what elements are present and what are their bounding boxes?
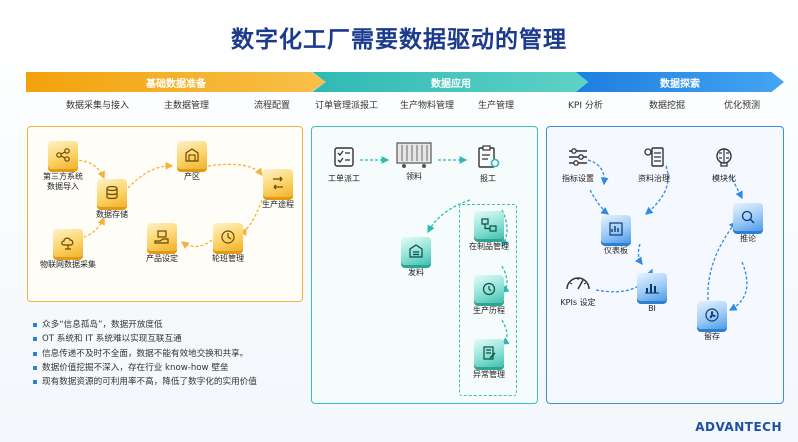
node-wip-management: 在制品管理 [464, 210, 514, 252]
label-shift-management: 轮班管理 [212, 254, 244, 263]
history-icon [482, 282, 496, 296]
label-work-report: 报工 [480, 174, 496, 183]
subtitle-data-collection: 数据采集与接入 [66, 101, 130, 111]
warehouse-rack-icon [396, 142, 432, 168]
label-modularization: 模块化 [712, 174, 736, 183]
node-work-order-dispatch: 工单派工 [322, 142, 366, 184]
checklist-icon [334, 147, 354, 167]
label-data-storage: 数据存储 [96, 210, 128, 219]
phase-banner-foundation: 基础数据准备 [26, 72, 326, 92]
warehouse-icon [409, 244, 423, 258]
label-inference: 推论 [740, 234, 756, 243]
label-wip-management: 在制品管理 [469, 242, 509, 251]
subtitle-production-management: 生产管理 [478, 101, 515, 111]
label-exception-management: 异常管理 [473, 370, 505, 379]
node-indicator-setting: 指标设置 [556, 142, 600, 184]
node-work-report: 报工 [468, 142, 508, 184]
document-edit-icon [483, 346, 496, 360]
share-icon [56, 148, 70, 162]
label-area: 产区 [184, 172, 200, 181]
label-dashboard: 仪表板 [604, 246, 628, 255]
subtitle-order-management: 订单管理派报工 [315, 101, 379, 111]
node-bi: BI [632, 272, 672, 314]
node-modularization: 模块化 [704, 142, 744, 184]
label-iot-collection: 物联网数据采集 [40, 260, 96, 269]
label-production-history: 生产历程 [473, 306, 505, 315]
sliders-icon [569, 148, 587, 166]
node-production-history: 生产历程 [464, 274, 514, 316]
pain-point-list: 众多“信息孤岛”，数据开放度低 OT 系统和 IT 系统难以实现互联互通 信息传… [32, 318, 302, 389]
pain-point-item: 信息传递不及时不全面，数据不能有效地交换和共享。 [32, 347, 302, 361]
factory-icon [185, 148, 199, 162]
node-retention: 留存 [692, 300, 732, 342]
label-indicator-setting: 指标设置 [562, 174, 594, 183]
node-inference: 推论 [730, 202, 766, 244]
company-logo: ADVANTECH [695, 420, 782, 434]
subtitle-process-config: 流程配置 [254, 101, 291, 111]
label-material-picking: 领料 [406, 172, 422, 181]
fan-icon [705, 308, 719, 322]
label-production-route: 生产途程 [262, 200, 294, 209]
pain-point-item: OT 系统和 IT 系统难以实现互联互通 [32, 332, 302, 346]
subtitle-material-management: 生产物料管理 [400, 101, 455, 111]
label-kpi-setting: KPIs 设定 [560, 298, 596, 307]
database-icon [106, 185, 118, 200]
subtitle-master-data: 主数据管理 [164, 101, 210, 111]
node-exception-management: 异常管理 [464, 338, 514, 380]
label-material-issue: 发料 [408, 268, 424, 277]
workflow-icon [481, 218, 497, 232]
subtitle-optimization: 优化预测 [724, 101, 761, 111]
clock-user-icon [221, 230, 235, 244]
pain-point-item: 众多“信息孤岛”，数据开放度低 [32, 318, 302, 332]
pain-point-item: 现有数据资源的可利用率不高，降低了数字化的实用价值 [32, 375, 302, 389]
subtitle-kpi-analysis: KPI 分析 [568, 101, 603, 111]
bar-chart-icon [645, 284, 659, 294]
node-kpi-setting: KPIs 设定 [554, 266, 602, 308]
label-third-party-import: 第三方系统 数据导入 [43, 172, 83, 191]
node-data-storage: 数据存储 [90, 178, 134, 220]
server-gear-icon [644, 147, 664, 167]
label-retention: 留存 [704, 332, 720, 341]
clipboard-gear-icon [478, 145, 500, 168]
pain-point-item: 数据价值挖掘不深入，存在行业 know-how 壁垒 [32, 361, 302, 375]
label-product-setting: 产品设定 [146, 254, 178, 263]
production-subpanel [459, 204, 517, 396]
label-data-governance: 资料治理 [638, 174, 670, 183]
node-material-picking: 领料 [392, 140, 436, 182]
phase-banner-exploration: 数据探索 [576, 72, 784, 92]
node-production-route: 生产途程 [258, 168, 298, 210]
cloud-network-icon [61, 237, 74, 250]
node-iot-collection: 物联网数据采集 [36, 228, 100, 270]
page-title: 数字化工厂需要数据驱动的管理 [231, 27, 567, 53]
box-hand-icon [154, 230, 169, 244]
node-dashboard: 仪表板 [596, 214, 636, 256]
node-shift-management: 轮班管理 [206, 222, 250, 264]
phase-banner-application: 数据应用 [312, 72, 590, 92]
subtitle-data-mining: 数据挖掘 [649, 101, 686, 111]
node-data-governance: 资料治理 [632, 142, 676, 184]
dashboard-icon [609, 222, 623, 236]
node-product-setting: 产品设定 [140, 222, 184, 264]
node-third-party-import: 第三方系统 数据导入 [38, 140, 88, 192]
node-material-issue: 发料 [396, 236, 436, 278]
node-area: 产区 [172, 140, 212, 182]
gauge-icon [566, 277, 590, 290]
brain-icon [716, 148, 732, 167]
label-work-order-dispatch: 工单派工 [328, 174, 360, 183]
route-icon [273, 176, 283, 190]
label-bi: BI [648, 304, 656, 313]
magnifier-icon [741, 210, 755, 224]
